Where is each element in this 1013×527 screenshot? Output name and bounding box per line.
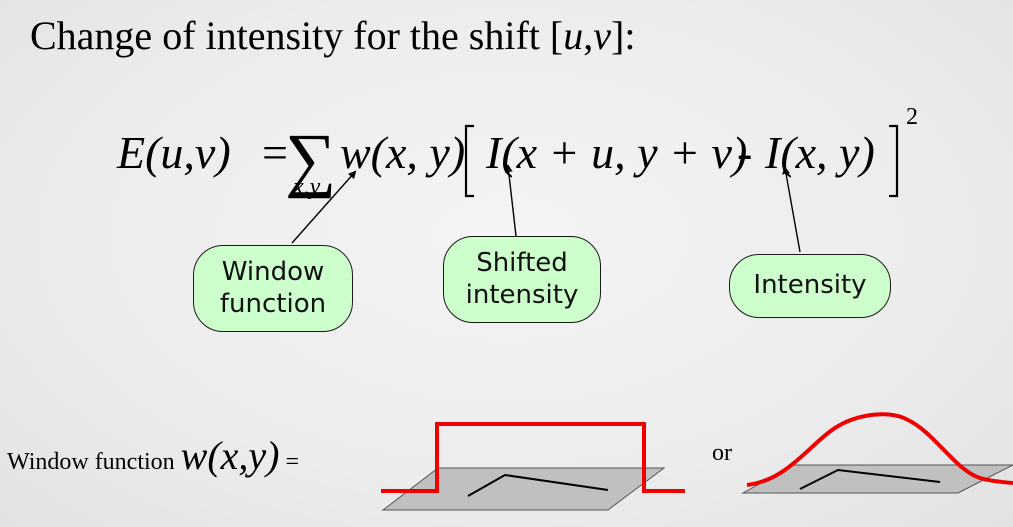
intensity-callout: Intensity (729, 254, 891, 318)
equation-brackets (464, 124, 899, 198)
gaussian-window-curve (746, 412, 1013, 487)
gaussian-window-plot (741, 412, 1013, 494)
summation-symbol: ∑ (285, 119, 336, 199)
window-function-callout-text: Window function (219, 257, 327, 319)
right-bracket (889, 124, 899, 198)
intensity-callout-text: Intensity (753, 270, 867, 301)
window-function-equals: = (285, 449, 300, 475)
summation-subscript: x,y (292, 174, 321, 200)
slide-title: Change of intensity for the shift [u,v]: (30, 14, 635, 58)
title-v: v (593, 13, 611, 58)
window-function-label: Window function w(x,y) = (7, 432, 299, 479)
shifted-intensity-callout: Shifted intensity (443, 236, 601, 323)
window-function-label-text: Window function (7, 449, 175, 475)
window-callout-arrow (291, 170, 357, 244)
title-prefix: Change of intensity for the shift [ (30, 13, 564, 58)
box-window-plot (381, 422, 685, 511)
title-suffix: ]: (611, 13, 636, 58)
minus-sign: - (737, 127, 752, 178)
equation-equals: = (262, 127, 288, 178)
or-label: or (712, 440, 732, 466)
left-bracket (464, 124, 474, 198)
equation: E(u,v) = ∑ x,y w(x, y) I(x + u, y + v) -… (116, 104, 918, 200)
shifted-intensity-callout-text: Shifted intensity (465, 248, 579, 310)
intensity-term: I(x, y) (764, 127, 875, 178)
box-plane-shape (467, 473, 609, 497)
shifted-term: I(x + u, y + v) (485, 127, 747, 178)
box-plane (381, 467, 666, 511)
window-function-symbol: w(x,y) (180, 433, 280, 478)
window-function-callout: Window function (193, 245, 353, 332)
intensity-callout-arrow (782, 166, 801, 253)
equation-lhs: E(u,v) (116, 127, 231, 178)
title-comma: , (583, 13, 594, 58)
box-window-curve (381, 422, 685, 493)
title-u: u (563, 13, 584, 58)
gaussian-plane-shape (799, 468, 941, 490)
exponent: 2 (906, 104, 918, 130)
window-term: w(x, y) (340, 127, 465, 178)
shifted-callout-arrow (504, 164, 517, 237)
